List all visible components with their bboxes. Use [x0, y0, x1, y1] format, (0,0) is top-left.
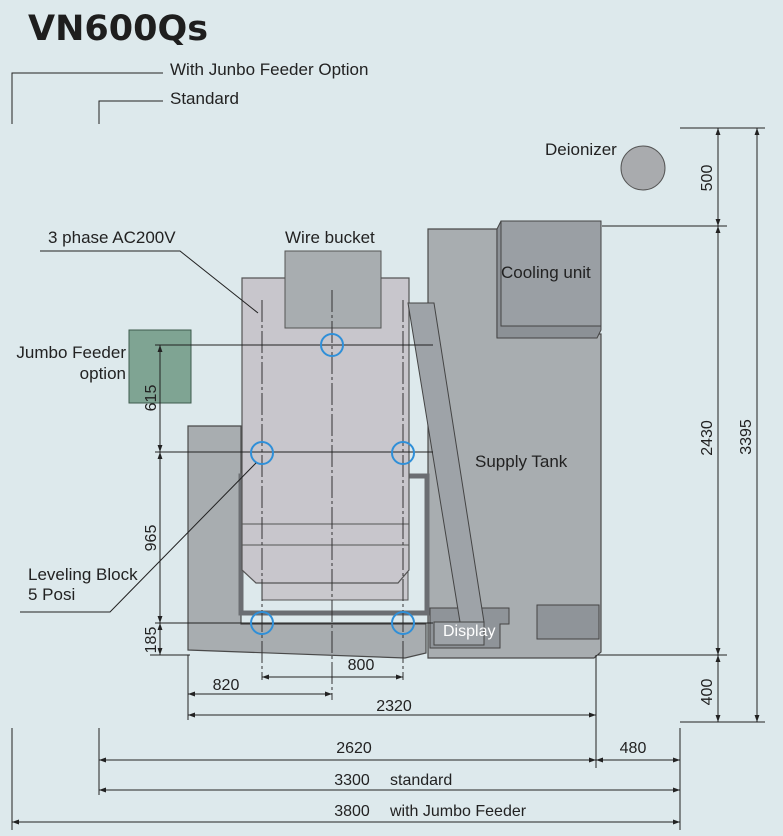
jumbo-feeder-label-1: Jumbo Feeder — [16, 343, 126, 362]
display-label: Display — [443, 623, 495, 640]
bottom-dimensions: 800 820 2320 2620 480 3300 standard 3800… — [12, 657, 680, 825]
supply-tank-label: Supply Tank — [475, 452, 568, 471]
dim-2320: 2320 — [376, 698, 412, 715]
dim-965: 965 — [143, 525, 160, 552]
leveling-ring-icon — [250, 441, 274, 465]
center-lines — [261, 290, 404, 700]
deionizer-icon — [620, 145, 666, 191]
dim-400: 400 — [699, 679, 716, 706]
wire-bucket-label: Wire bucket — [285, 228, 375, 247]
legend-jumbo-line — [11, 72, 163, 124]
dim-500: 500 — [699, 165, 716, 192]
dim-820: 820 — [213, 677, 240, 694]
power-label: 3 phase AC200V — [48, 228, 176, 247]
dim-185: 185 — [143, 627, 160, 654]
legend: With Junbo Feeder Option Standard — [11, 60, 368, 124]
cooling-unit — [496, 220, 602, 339]
dim-2430: 2430 — [699, 420, 716, 456]
tank-foot-right — [536, 604, 600, 640]
leveling-label-1: Leveling Block — [28, 565, 138, 584]
leveling-ring-icon — [391, 611, 415, 635]
jumbo-feeder-label-2: option — [80, 364, 126, 383]
leveling-blocks — [250, 333, 415, 635]
dim-3300-note: standard — [390, 772, 452, 789]
right-dimensions: 500 2430 400 3395 — [699, 128, 760, 722]
dim-3800: 3800 — [334, 803, 370, 820]
page-title: VN600Qs — [28, 9, 208, 49]
left-dimensions: 615 965 185 — [143, 345, 163, 655]
leveling-ring-icon — [250, 611, 274, 635]
dim-3300: 3300 — [334, 772, 370, 789]
power-leader — [40, 250, 259, 314]
machine-body — [241, 277, 410, 584]
legend-jumbo-label: With Junbo Feeder Option — [170, 60, 368, 79]
dim-800: 800 — [348, 657, 375, 674]
cooling-unit-label: Cooling unit — [501, 263, 591, 282]
dim-3395: 3395 — [738, 419, 755, 455]
legend-standard-label: Standard — [170, 89, 239, 108]
dim-3800-note: with Jumbo Feeder — [389, 803, 527, 820]
dim-615: 615 — [143, 385, 160, 412]
extension-lines — [11, 655, 681, 830]
display-panel — [433, 621, 485, 646]
leveling-label-2: 5 Posi — [28, 585, 75, 604]
reference-lines — [150, 127, 765, 723]
wire-bucket — [284, 250, 382, 329]
leveling-ring-icon — [391, 441, 415, 465]
dim-480: 480 — [620, 740, 647, 757]
leveling-leader — [20, 462, 257, 613]
legend-standard-line — [98, 100, 163, 124]
dim-2620: 2620 — [336, 740, 372, 757]
deionizer-label: Deionizer — [545, 140, 617, 159]
leveling-ring-icon — [320, 333, 344, 357]
